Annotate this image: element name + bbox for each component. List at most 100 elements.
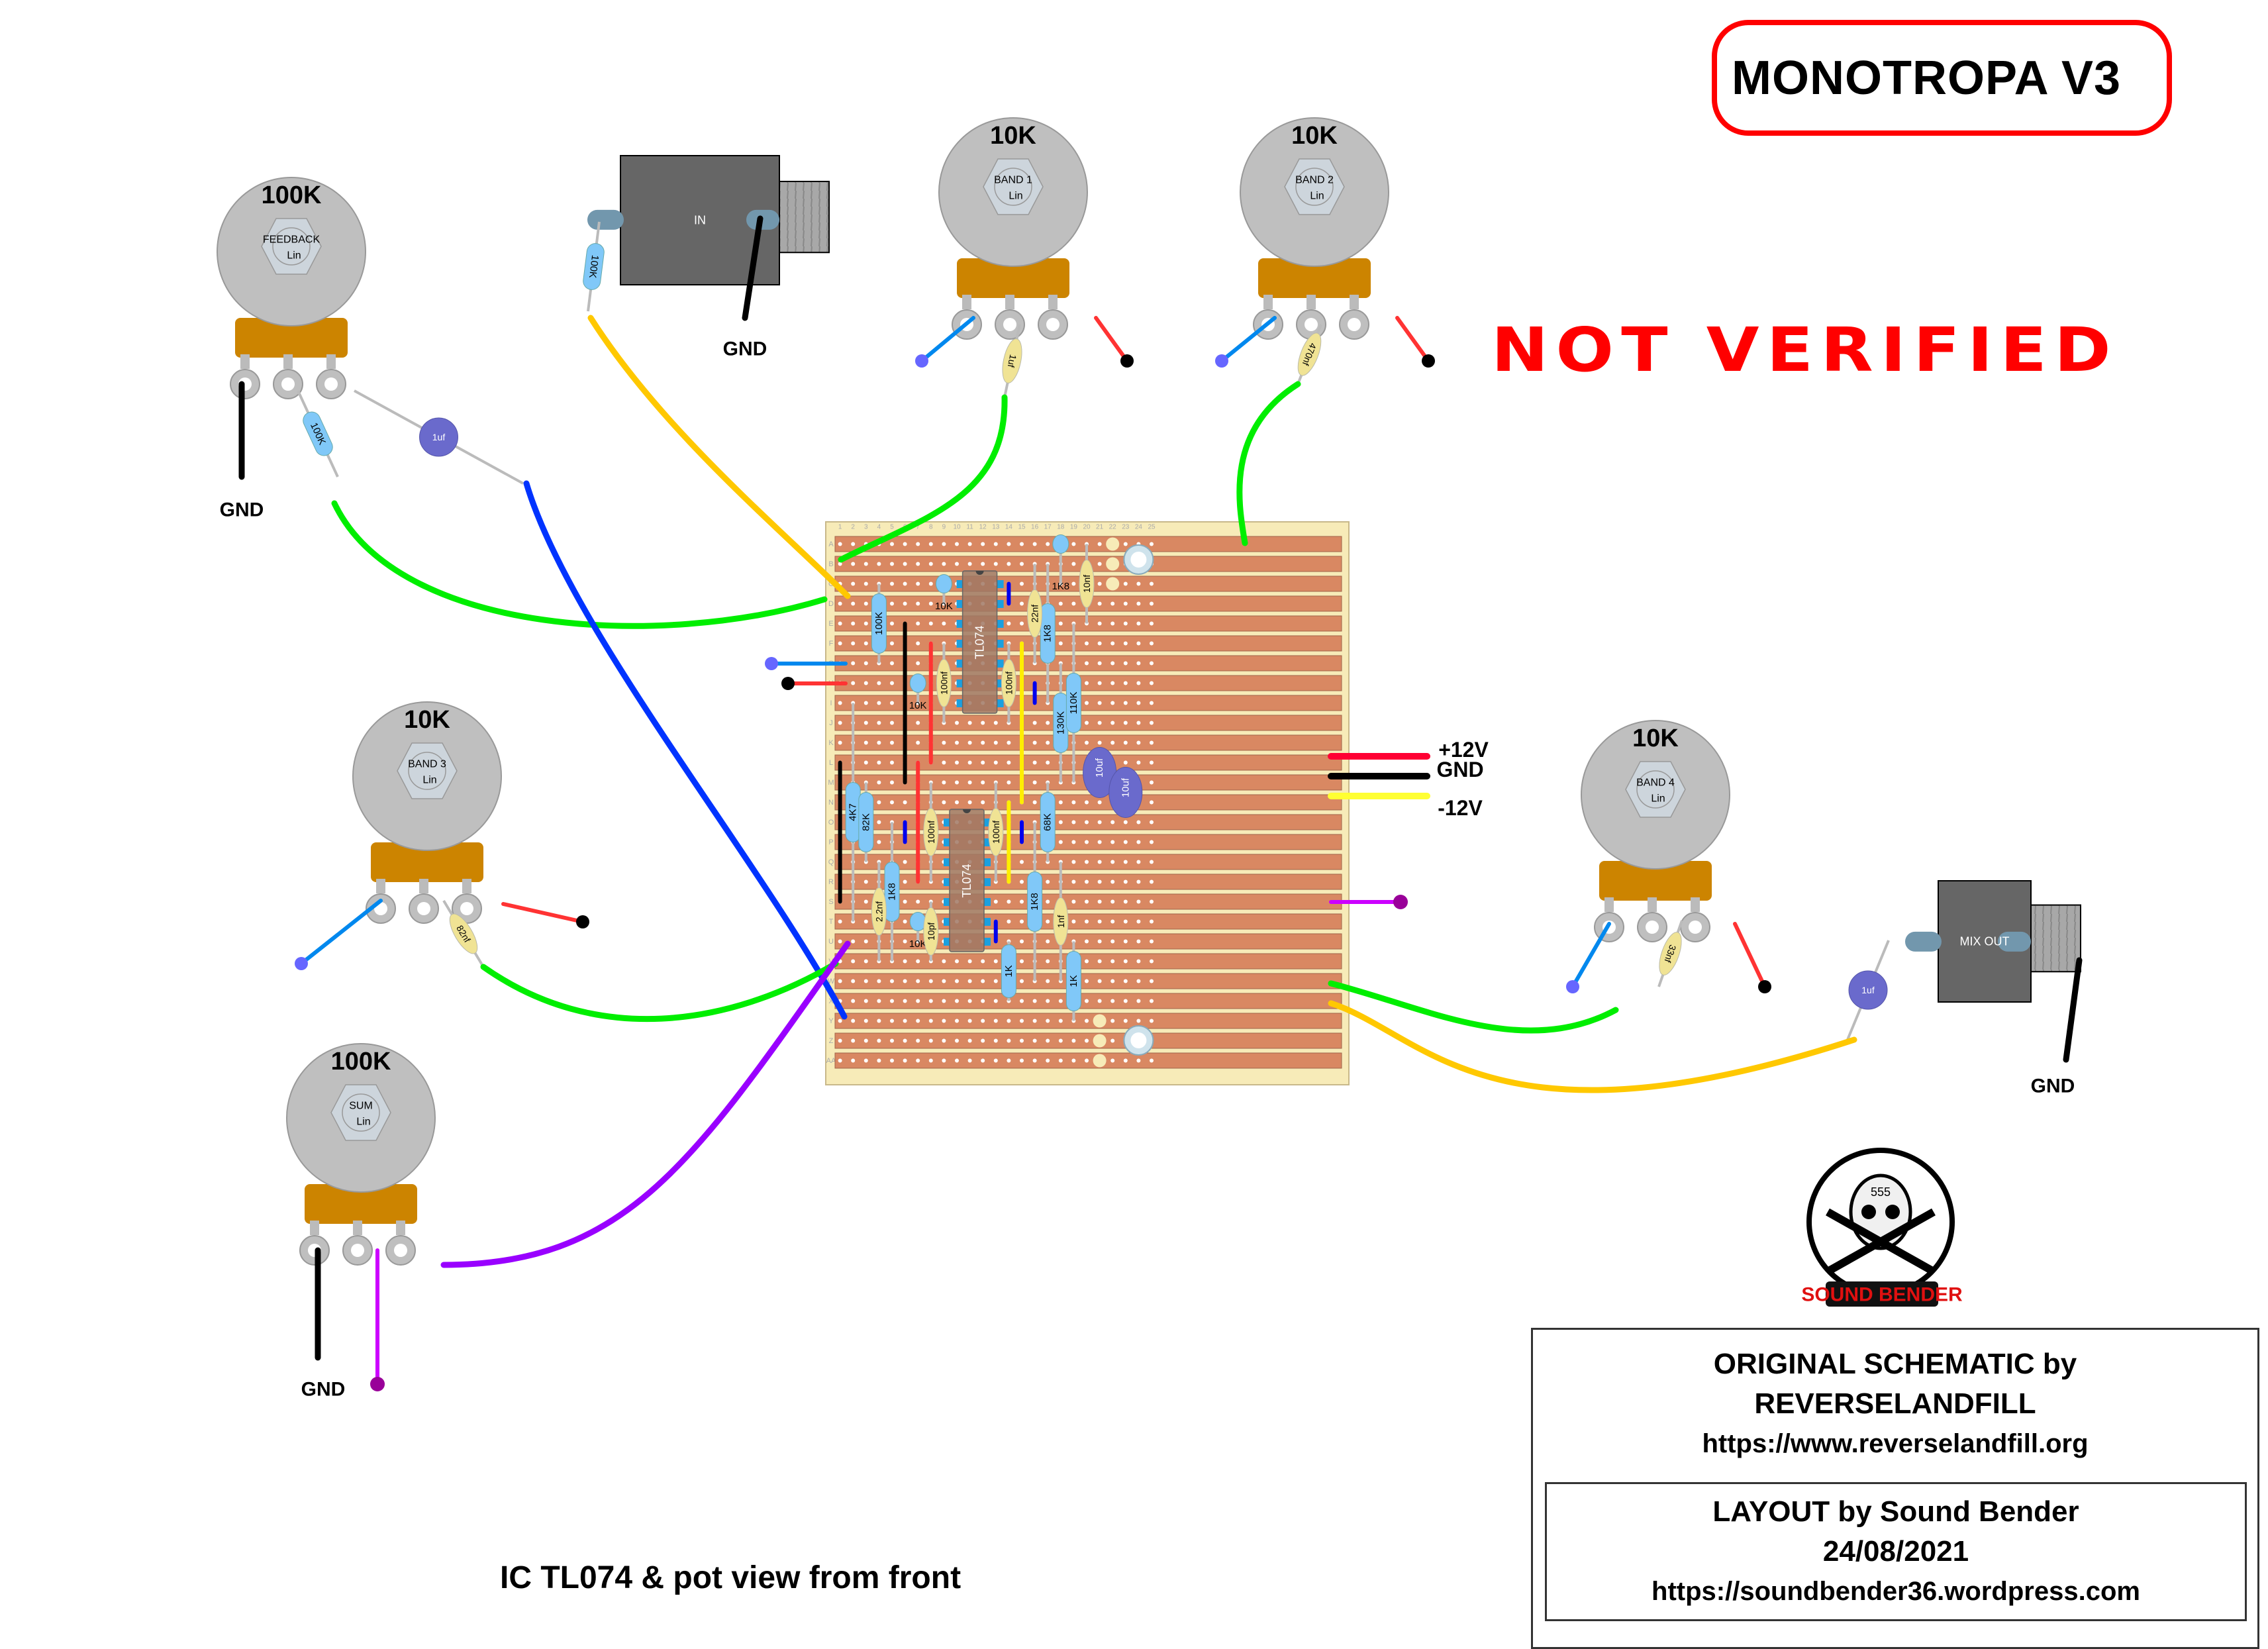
resistor: 68K	[1040, 782, 1056, 862]
hole	[993, 999, 998, 1003]
hole	[1123, 701, 1128, 705]
hole	[1020, 860, 1024, 864]
hole	[890, 581, 894, 586]
mounting-hole-center	[1130, 1032, 1147, 1048]
hole	[1097, 939, 1102, 944]
hole	[1110, 860, 1115, 864]
hole	[903, 1019, 907, 1023]
board-purple-lead-end[interactable]	[1393, 895, 1408, 909]
resistor-body	[909, 674, 926, 693]
band3-blue-lead-end[interactable]	[295, 957, 308, 970]
hole	[1007, 899, 1011, 904]
sum-purple-lead-end[interactable]	[370, 1377, 385, 1391]
page-title: MONOTROPA V3	[1732, 51, 2122, 105]
hole	[928, 621, 933, 626]
jack-label: IN	[694, 214, 706, 227]
hole	[1097, 661, 1102, 666]
capacitor-label: 100nf	[926, 821, 936, 844]
hole	[1020, 959, 1024, 964]
jack-tip-lug[interactable]	[1905, 931, 1942, 952]
hole	[863, 721, 868, 725]
jack-sleeve-lug[interactable]	[1998, 931, 2031, 952]
resistor: 1K	[1065, 941, 1081, 1021]
pot-taper: Lin	[1310, 191, 1324, 202]
wire-band3-green	[480, 960, 839, 1023]
column-label: 20	[1083, 524, 1091, 531]
hole	[877, 820, 881, 824]
wire-band2-green	[1236, 381, 1301, 546]
ic-tl074: TL074	[956, 570, 1004, 714]
board-blue-lead-end[interactable]	[765, 657, 778, 670]
band4-blue-lead-end[interactable]	[1566, 980, 1579, 993]
band2-blue-lead-end[interactable]	[1215, 354, 1228, 368]
band2-red-lead-end[interactable]	[1422, 354, 1435, 368]
hole	[1085, 661, 1089, 666]
hole	[1150, 760, 1154, 765]
hole	[928, 601, 933, 606]
capacitor-body	[1001, 659, 1016, 707]
hole	[1020, 979, 1024, 983]
column-label: 19	[1070, 524, 1078, 531]
hole	[981, 542, 985, 546]
hole	[1110, 959, 1115, 964]
hole	[1085, 840, 1089, 844]
capacitor-label: 10pf	[926, 923, 936, 940]
hole	[1032, 1019, 1037, 1023]
hole	[1110, 999, 1115, 1003]
band1-blue-lead-end[interactable]	[915, 354, 928, 368]
input-jack[interactable]: IN	[587, 155, 830, 285]
hole	[1046, 999, 1050, 1003]
column-label: 18	[1057, 524, 1065, 531]
hole	[838, 1019, 842, 1023]
row-label: V	[828, 958, 834, 966]
resistor-label: 1K8	[1052, 581, 1069, 592]
hole	[1097, 621, 1102, 626]
board-red-lead-end[interactable]	[781, 677, 795, 690]
band4-red-lead-end[interactable]	[1758, 980, 1771, 993]
hole	[981, 1019, 985, 1023]
hole	[1123, 641, 1128, 646]
hole	[838, 701, 842, 705]
ic-label: TL074	[960, 864, 973, 897]
hole	[903, 800, 907, 805]
hole	[942, 959, 946, 964]
wire-feedback-green	[331, 500, 828, 629]
hole	[903, 581, 907, 586]
row-label: T	[829, 918, 834, 926]
film-capacitor: 22nf	[1027, 564, 1043, 664]
hole	[1136, 999, 1141, 1003]
band1-red-lead-end[interactable]	[1120, 354, 1134, 368]
hole	[916, 721, 920, 725]
pot-base	[1258, 258, 1371, 298]
hole	[1150, 780, 1154, 785]
pot-lug-stem	[283, 354, 293, 369]
resistor-body	[884, 862, 900, 922]
hole	[942, 621, 946, 626]
hole	[890, 999, 894, 1003]
resistor-body	[858, 792, 874, 852]
film-capacitor: 100nf	[988, 782, 1004, 882]
pot-lug-hole	[1003, 318, 1016, 331]
hole	[1097, 820, 1102, 824]
hole	[916, 621, 920, 626]
jack-tip-lug[interactable]	[587, 209, 624, 230]
hole	[1136, 979, 1141, 983]
column-label: 13	[992, 524, 1000, 531]
band3-red-lead-end[interactable]	[576, 915, 589, 928]
resistor-label: 130K	[1055, 711, 1066, 734]
hole	[1110, 899, 1115, 904]
hole	[1150, 721, 1154, 725]
mix-out-jack[interactable]: MIX OUT	[1905, 880, 2081, 1003]
hole	[903, 601, 907, 606]
resistor-label: 1K8	[1029, 893, 1040, 911]
hole	[1150, 1058, 1154, 1063]
pot-value: 100K	[331, 1048, 391, 1075]
skull-text: 555	[1871, 1185, 1891, 1199]
